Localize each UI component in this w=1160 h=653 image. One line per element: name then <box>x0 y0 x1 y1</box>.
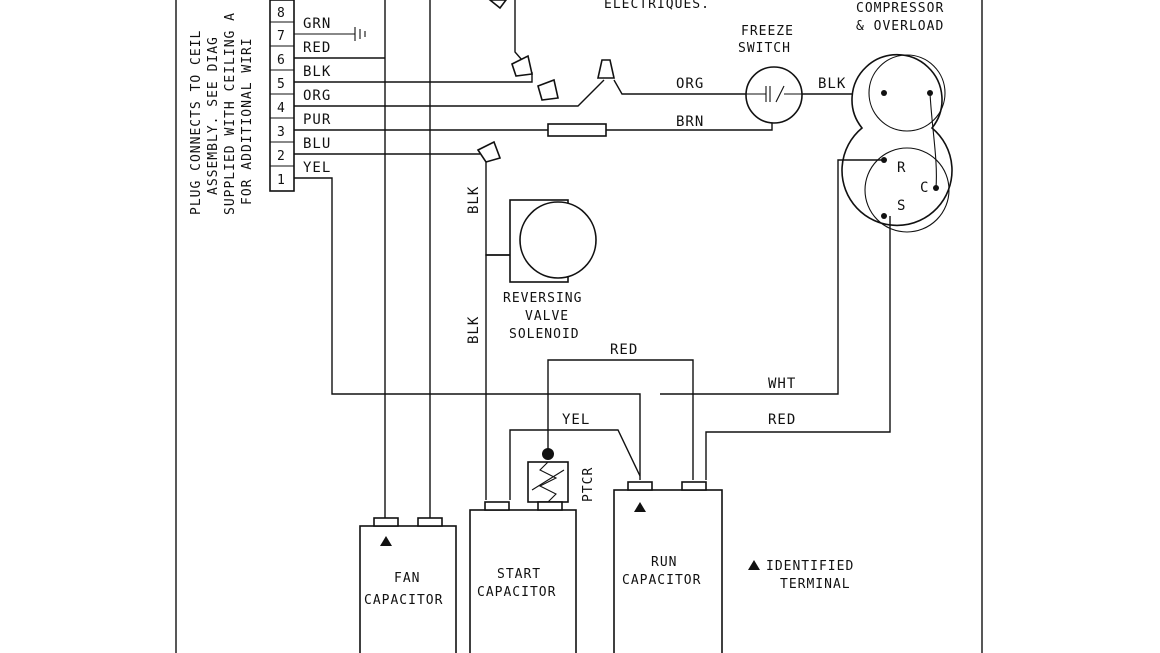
run-capacitor-line-2: CAPACITOR <box>622 573 701 588</box>
start-capacitor: START CAPACITOR <box>469 501 577 653</box>
identified-terminal-icon-run <box>634 502 646 512</box>
wire-label-brn: BRN <box>676 114 704 130</box>
reversing-valve-line-1: REVERSING <box>503 291 582 306</box>
legend-triangle-icon <box>748 560 760 570</box>
wire-blk-start <box>485 254 510 500</box>
wire-label-red: RED <box>303 40 331 56</box>
side-note-line-2: ASSEMBLY. SEE DIAG <box>206 36 221 195</box>
wire-label-yel: YEL <box>303 160 331 176</box>
ground-icon <box>294 27 366 41</box>
wire-label-blk-lower: BLK <box>466 316 482 344</box>
run-capacitor: RUN CAPACITOR <box>613 481 723 653</box>
wire-yel <box>509 429 641 500</box>
wire-label-blk-upper: BLK <box>466 186 482 214</box>
side-note-line-1: PLUG CONNECTS TO CEIL <box>189 30 204 215</box>
legend: IDENTIFIED TERMINAL <box>748 559 854 592</box>
plug-pin-5: 5 <box>277 77 285 92</box>
side-note-line-3: SUPPLIED WITH CEILING A <box>223 12 238 215</box>
plug-pin-7: 7 <box>277 29 285 44</box>
freeze-switch: FREEZE SWITCH <box>738 24 803 124</box>
plug-pin-6: 6 <box>277 53 285 68</box>
wire-pin5 <box>294 79 605 107</box>
wire-label-wht: WHT <box>768 376 796 392</box>
ptcr: PTCR <box>527 448 596 503</box>
start-capacitor-line-2: CAPACITOR <box>477 585 556 600</box>
ptcr-label: PTCR <box>581 467 596 502</box>
legend-line-1: IDENTIFIED <box>766 559 854 574</box>
wire-top-diagonal <box>514 0 523 61</box>
wire-label-org-switch: ORG <box>676 76 704 92</box>
wire-label-org: ORG <box>303 88 331 104</box>
start-capacitor-line-1: START <box>497 567 541 582</box>
plug-terminal-block: 8 7 6 5 4 3 2 1 <box>269 0 295 192</box>
identified-terminal-icon <box>380 536 392 546</box>
compressor-line-2: & OVERLOAD <box>856 19 944 34</box>
plug-pin-1: 1 <box>277 173 285 188</box>
plug-pin-8: 8 <box>277 6 285 21</box>
wire-pin6 <box>294 72 533 83</box>
top-note: ELECTRIQUES. <box>604 0 710 12</box>
wire-label-yel-ptcr: YEL <box>562 412 590 428</box>
wire-blk-reversing <box>485 162 510 256</box>
wire-pin1-wht <box>294 177 641 480</box>
compressor-line-1: COMPRESSOR <box>856 1 944 16</box>
connector-icon <box>476 0 615 163</box>
heater-element <box>547 123 607 137</box>
wire-label-pur: PUR <box>303 112 331 128</box>
run-capacitor-line-1: RUN <box>651 555 677 570</box>
compressor-terminal-r: R <box>897 160 906 176</box>
wire-label-blk-6: BLK <box>303 64 331 80</box>
wire-org <box>613 79 752 95</box>
fan-capacitor-line-1: FAN <box>394 571 420 586</box>
wire-red-compressor <box>705 216 891 480</box>
wire-wht-compressor <box>660 159 884 395</box>
reversing-valve-solenoid: REVERSING VALVE SOLENOID <box>503 199 597 342</box>
freeze-switch-line-1: FREEZE <box>741 24 794 39</box>
freeze-switch-line-2: SWITCH <box>738 41 791 56</box>
reversing-valve-line-2: VALVE <box>525 309 569 324</box>
wire-label-red-top: RED <box>610 342 638 358</box>
wire-red-fan <box>294 0 386 520</box>
fan-capacitor-line-2: CAPACITOR <box>364 593 443 608</box>
svg-text:BLK: BLK <box>466 316 482 344</box>
plug-pin-2: 2 <box>277 149 285 164</box>
reversing-valve-line-3: SOLENOID <box>509 327 580 342</box>
wire-red-loop <box>547 359 694 480</box>
wire-label-blk-compressor: BLK <box>818 76 846 92</box>
compressor: COMPRESSOR & OVERLOAD R C S <box>841 1 953 233</box>
svg-text:BLK: BLK <box>466 186 482 214</box>
plug-pin-3: 3 <box>277 125 285 140</box>
compressor-terminal-s: S <box>897 198 906 214</box>
compressor-terminal-c: C <box>920 180 929 196</box>
plug-pin-4: 4 <box>277 101 285 116</box>
wire-label-grn: GRN <box>303 16 331 32</box>
wire-label-red-right: RED <box>768 412 796 428</box>
side-note: PLUG CONNECTS TO CEIL ASSEMBLY. SEE DIAG… <box>189 12 255 215</box>
wire-label-blu: BLU <box>303 136 331 152</box>
legend-line-2: TERMINAL <box>780 577 851 592</box>
side-note-line-4: FOR ADDITIONAL WIRI <box>240 37 255 205</box>
fan-capacitor: FAN CAPACITOR <box>359 517 457 653</box>
